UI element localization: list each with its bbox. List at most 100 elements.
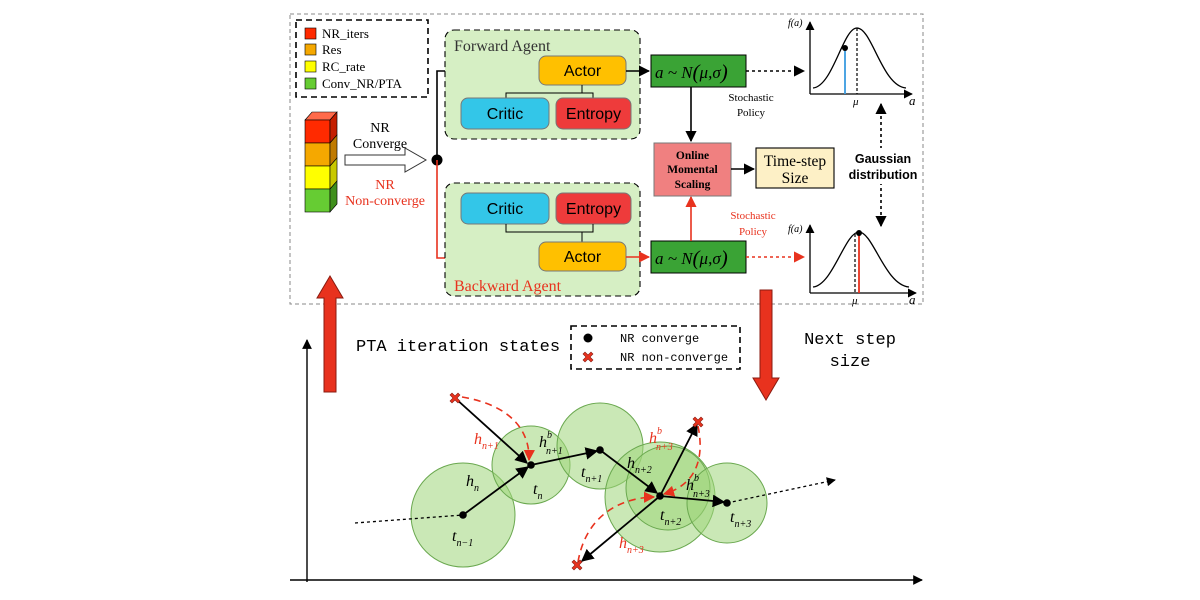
label-h-np3: hn+3 [619,535,644,556]
point-tnp2 [656,492,664,500]
forward-agent: Forward Agent Actor Critic Entropy [444,29,641,140]
online-scaling-box: Online Momental Scaling [653,142,732,197]
backward-arcs [461,396,701,563]
main-frame [289,13,924,305]
svg-text:a ~ N(μ,σ): a ~ N(μ,σ) [655,60,728,84]
legend-label-conv: Conv_NR/PTA [322,76,402,91]
bar-legend: NR_iters Res RC_rate Conv_NR/PTA [295,19,429,98]
backward-connector [505,224,594,242]
backward-agent-title: Backward Agent [454,278,562,295]
nonconverge-point-2 [692,416,704,428]
label-h-np2: hn+2 [627,455,652,476]
backward-policy-sigma: σ [712,249,721,268]
legend-swatch-res [304,43,317,56]
point-tn [527,461,535,469]
forward-policy-close: ) [720,60,728,84]
legend-converge-label: NR converge [620,332,699,346]
legend-nonconverge-label: NR non-converge [620,351,728,365]
forward-agent-title: Forward Agent [454,38,551,55]
nr-converge-label-1: NR [370,121,390,136]
point-legend: NR converge NR non-converge [570,325,741,370]
forward-policy-open: ( [693,60,702,84]
label-t-np2: tn+2 [660,507,681,528]
gaussian-plot-top: f(a) μ a [788,18,916,108]
nonconverge-point-1 [449,392,461,404]
a-label-top: a [909,93,916,108]
sample-point-bottom [856,230,862,236]
nonconverge-marker [582,351,594,363]
stochastic-policy-bottom-1: Stochastic [730,210,775,222]
a-label-bottom: a [909,292,916,307]
legend-label-nr-iters: NR_iters [322,26,369,41]
gaussian-label-2: distribution [849,168,918,182]
sample-point-top [842,45,848,51]
backward-policy-close: ) [720,246,728,270]
label-h-n: hn [466,473,479,494]
point-tnm1 [459,511,467,519]
forward-policy-comma: , [708,63,712,82]
converge-marker [583,333,593,343]
backward-policy-mu: μ [699,249,709,268]
forward-entropy-label: Entropy [566,106,621,123]
backward-policy-box: a ~ N(μ,σ) [650,240,747,274]
fa-label-bottom: f(a) [788,224,803,235]
traj-start-dotted [354,514,464,524]
backward-agent: Critic Entropy Actor Backward Agent [444,182,641,297]
online-label-1: Online [676,150,709,162]
fa-label-top: f(a) [788,18,803,29]
trajectory-points [459,446,731,519]
stochastic-policy-top-2: Policy [737,107,766,119]
forward-policy-lhs: a ~ N [655,63,694,82]
legend-swatch-rc-rate [304,60,317,73]
pta-states-label: PTA iteration states [356,338,560,357]
next-step-label-2: size [830,353,871,372]
big-arrow-up [316,275,344,393]
timestep-label-2: Size [782,170,809,187]
forward-policy-box: a ~ N(μ,σ) [650,54,747,88]
gaussian-curve-top [812,27,907,89]
backward-critic-box [460,192,550,225]
backward-entropy-label: Entropy [566,201,621,218]
label-t-nm1: tn−1 [452,528,473,549]
legend-swatch-conv [304,77,317,90]
point-tnp3 [723,499,731,507]
legend-label-rc-rate: RC_rate [322,59,366,74]
point-tnp1 [596,446,604,454]
stochastic-policy-top-1: Stochastic [728,92,773,104]
svg-text:a ~ N(μ,σ): a ~ N(μ,σ) [655,246,728,270]
forward-policy-sigma: σ [712,63,721,82]
trajectory-steps [454,397,726,562]
forward-policy-mu: μ [699,63,709,82]
forward-connector [505,85,594,98]
stochastic-policy-bottom-2: Policy [739,226,768,238]
label-t-np3: tn+3 [730,509,751,530]
nr-nonconverge-label-2: Non-converge [345,194,425,209]
mu-label-bottom: μ [851,295,858,307]
mu-label-top: μ [852,96,859,108]
forward-entropy-box [555,97,632,130]
gaussian-label-1: Gaussian [855,152,911,166]
forward-critic-box [460,97,550,130]
label-t-np1: tn+1 [581,464,602,485]
nonconverge-point-3 [571,559,583,571]
forward-critic-label: Critic [487,106,523,123]
gaussian-plot-bottom: f(a) μ a [788,224,917,307]
backward-policy-open: ( [693,246,702,270]
state-stack-3d [304,111,338,213]
gaussian-curve-bottom [812,231,910,288]
hollow-arrow [344,147,428,173]
label-t-n: tn [533,481,542,502]
backward-actor-label: Actor [564,249,602,266]
label-h-np1: hn+1 [474,431,499,452]
timestep-size-box: Time-step Size [755,147,835,189]
backward-policy-comma: , [708,249,712,268]
backward-critic-label: Critic [487,201,523,218]
legend-label-res: Res [322,42,342,57]
legend-swatch-nr-iters [304,27,317,40]
next-step-label-1: Next step [804,331,896,350]
online-label-2: Momental [667,164,717,176]
timestep-label-1: Time-step [764,153,827,170]
